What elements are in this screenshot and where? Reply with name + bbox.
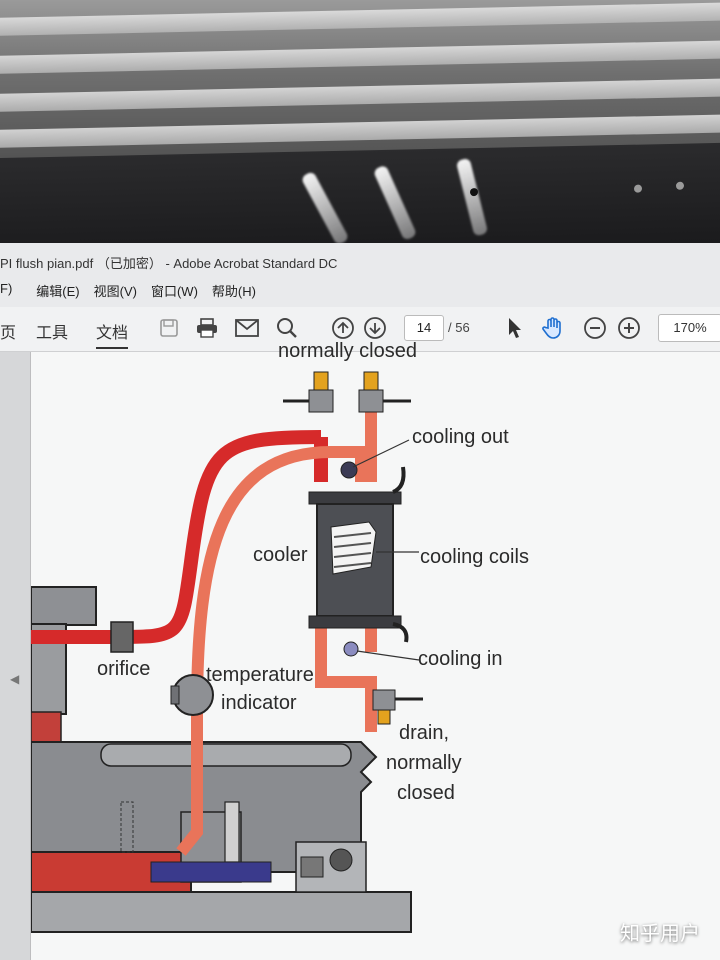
menu-edit[interactable]: 编辑(E) bbox=[36, 284, 80, 299]
watermark: 知乎用户 bbox=[620, 923, 700, 945]
cool-supply-pipe bbox=[191, 446, 367, 713]
cooler-vent-bottom bbox=[392, 622, 409, 643]
page-up-icon[interactable] bbox=[330, 315, 356, 341]
zoom-in-icon[interactable] bbox=[616, 315, 642, 341]
cooler-top-cap bbox=[308, 491, 402, 505]
document-page: normally closed cooling out cooler cooli… bbox=[31, 340, 720, 960]
ceiling-light-reflection bbox=[372, 164, 418, 242]
coil-line bbox=[333, 542, 372, 548]
page-total: / 56 bbox=[448, 320, 470, 335]
cooling-in-port bbox=[343, 641, 359, 657]
coil-line bbox=[333, 552, 372, 558]
gland-slot bbox=[100, 743, 352, 767]
ceiling-light-reflection bbox=[300, 170, 350, 246]
hand-tool-icon[interactable] bbox=[540, 315, 566, 341]
leader-line-cooling-out bbox=[352, 439, 410, 468]
cooler-outlet-pipe bbox=[315, 622, 377, 732]
menu-window[interactable]: 窗口(W) bbox=[150, 284, 198, 299]
page-number-input[interactable]: 14 bbox=[404, 315, 444, 341]
seal-cooling-diagram bbox=[31, 371, 423, 933]
toolbar: 页 工具 文档 14 / 56 bbox=[0, 307, 720, 352]
housing-red-section bbox=[31, 711, 62, 743]
ceiling-light-reflection bbox=[455, 157, 489, 237]
leader-line-cooling-in bbox=[356, 650, 420, 661]
pump-housing-flange bbox=[31, 586, 97, 626]
cooler-bottom-cap bbox=[308, 615, 402, 629]
bezel-dot bbox=[676, 181, 684, 190]
email-icon[interactable] bbox=[234, 315, 260, 341]
tab-tools[interactable]: 工具 bbox=[36, 325, 69, 342]
hidden-bolt bbox=[120, 801, 134, 853]
label-orifice: orifice bbox=[97, 658, 151, 680]
spring-bolt bbox=[224, 801, 240, 863]
label-normally-closed-top: normally closed bbox=[278, 340, 417, 362]
ceiling-slat bbox=[0, 1, 720, 37]
ceiling-slat bbox=[0, 113, 720, 149]
tab-home[interactable]: 页 bbox=[0, 325, 17, 342]
drain-valve-body bbox=[372, 689, 396, 711]
label-closed: closed bbox=[397, 782, 455, 804]
indicator-stem bbox=[170, 685, 180, 705]
bezel-dot bbox=[634, 184, 642, 193]
ceiling-slat bbox=[0, 77, 720, 113]
tab-document[interactable]: 文档 bbox=[96, 319, 129, 349]
ball-bearing bbox=[329, 848, 353, 872]
bearing-cage bbox=[300, 856, 324, 878]
window-title: PI flush pian.pdf （已加密） - Adobe Acrobat … bbox=[0, 256, 338, 271]
page-down-icon[interactable] bbox=[362, 315, 388, 341]
menu-view[interactable]: 视图(V) bbox=[93, 284, 137, 299]
zoom-out-icon[interactable] bbox=[582, 315, 608, 341]
label-cooler: cooler bbox=[253, 544, 308, 566]
screen: PI flush pian.pdf （已加密） - Adobe Acrobat … bbox=[0, 243, 720, 960]
top-valve-brass bbox=[313, 371, 329, 393]
label-temperature: temperature bbox=[206, 664, 314, 686]
cool-pipe-down bbox=[176, 712, 203, 856]
label-cooling-coils: cooling coils bbox=[420, 546, 529, 568]
zoom-level-input[interactable]: 170% bbox=[658, 314, 720, 342]
top-valve-brass bbox=[363, 371, 379, 393]
save-icon[interactable] bbox=[156, 315, 182, 341]
menu-file[interactable]: F) bbox=[0, 281, 13, 296]
cooler-vent-top bbox=[392, 466, 406, 494]
label-cooling-out: cooling out bbox=[412, 426, 509, 448]
drain-valve-brass bbox=[377, 709, 391, 725]
menu-help[interactable]: 帮助(H) bbox=[211, 284, 256, 299]
coil-line bbox=[333, 532, 372, 538]
print-icon[interactable] bbox=[194, 315, 220, 341]
collapse-pane-arrow-icon[interactable]: ◀ bbox=[10, 672, 20, 686]
cooling-out-port bbox=[340, 461, 358, 479]
cooling-coils-cutaway bbox=[330, 521, 377, 575]
label-drain: drain, bbox=[399, 722, 450, 744]
hot-return-pipe bbox=[31, 430, 322, 644]
menu-bar: F) 编辑(E) 视图(V) 窗口(W) 帮助(H) bbox=[0, 281, 720, 303]
coil-line bbox=[333, 562, 372, 568]
select-cursor-icon[interactable] bbox=[502, 315, 528, 341]
top-valve-body bbox=[358, 389, 384, 413]
orifice-fitting bbox=[110, 621, 134, 653]
label-cooling-in: cooling in bbox=[418, 648, 503, 670]
left-navigation-pane[interactable]: ◀ bbox=[0, 352, 31, 960]
search-icon[interactable] bbox=[274, 315, 300, 341]
label-normally: normally bbox=[386, 752, 462, 774]
ceiling-slat bbox=[0, 39, 720, 75]
shaft bbox=[31, 891, 412, 933]
top-valve-body bbox=[308, 389, 334, 413]
label-indicator: indicator bbox=[221, 692, 297, 714]
seal-ring bbox=[150, 861, 272, 883]
